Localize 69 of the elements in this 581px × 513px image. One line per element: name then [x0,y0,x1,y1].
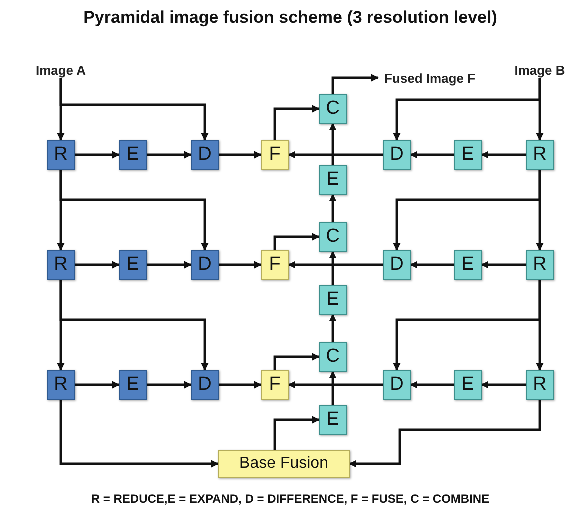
process-box: D [191,140,219,170]
process-box: D [383,140,411,170]
text-label: Image A [30,62,92,78]
arrow [410,261,454,269]
arrow [75,381,120,389]
process-box: E [119,140,147,170]
text-label: Fused Image F [378,70,482,86]
arrow [393,78,542,141]
arrow [60,78,209,141]
arrow [60,400,219,468]
process-box: F [261,140,289,170]
arrow [219,151,262,159]
process-box: E [119,370,147,400]
arrow [332,74,379,94]
arrow [410,381,454,389]
arrow [329,123,337,165]
process-box: R [526,370,554,400]
arrow [288,151,383,159]
arrow [481,261,526,269]
arrow [288,381,383,389]
process-box: E [454,140,482,170]
arrow [329,251,337,285]
process-box: E [119,250,147,280]
arrow [329,371,337,405]
process-box: R [47,140,75,170]
process-box: E [319,405,347,435]
arrow [329,194,337,222]
process-box: D [191,370,219,400]
arrow [147,151,192,159]
process-box: R [47,250,75,280]
process-box: F [261,250,289,280]
process-box: C [319,342,347,372]
process-box: R [526,250,554,280]
arrow [219,261,262,269]
arrow [393,170,542,251]
legend-note: R = REDUCE,E = EXPAND, D = DIFFERENCE, F = FUSE, C = COMBINE [90,492,491,506]
arrow [274,105,320,140]
arrow [288,261,383,269]
text-label: Image B [509,62,571,78]
arrow [75,261,120,269]
process-box: E [454,370,482,400]
arrow [410,151,454,159]
process-box: R [526,140,554,170]
process-box: E [454,250,482,280]
process-box: F [261,370,289,400]
process-box: R [47,370,75,400]
process-box: D [191,250,219,280]
arrow [274,353,320,370]
arrow [393,280,542,371]
arrow [147,381,192,389]
arrow [329,314,337,342]
arrow [219,381,262,389]
arrow [60,280,209,371]
arrow [75,151,120,159]
arrow [60,170,209,251]
process-box: C [319,94,347,124]
arrow [481,381,526,389]
process-box: D [383,250,411,280]
process-box: C [319,222,347,252]
process-box: Base Fusion [218,450,350,478]
arrow [349,400,542,468]
arrow [274,233,320,250]
process-box: E [319,285,347,315]
process-box: E [319,165,347,195]
arrow [274,416,320,450]
diagram-title: Pyramidal image fusion scheme (3 resolution level) [82,8,498,28]
arrow [481,151,526,159]
arrow [147,261,192,269]
process-box: D [383,370,411,400]
